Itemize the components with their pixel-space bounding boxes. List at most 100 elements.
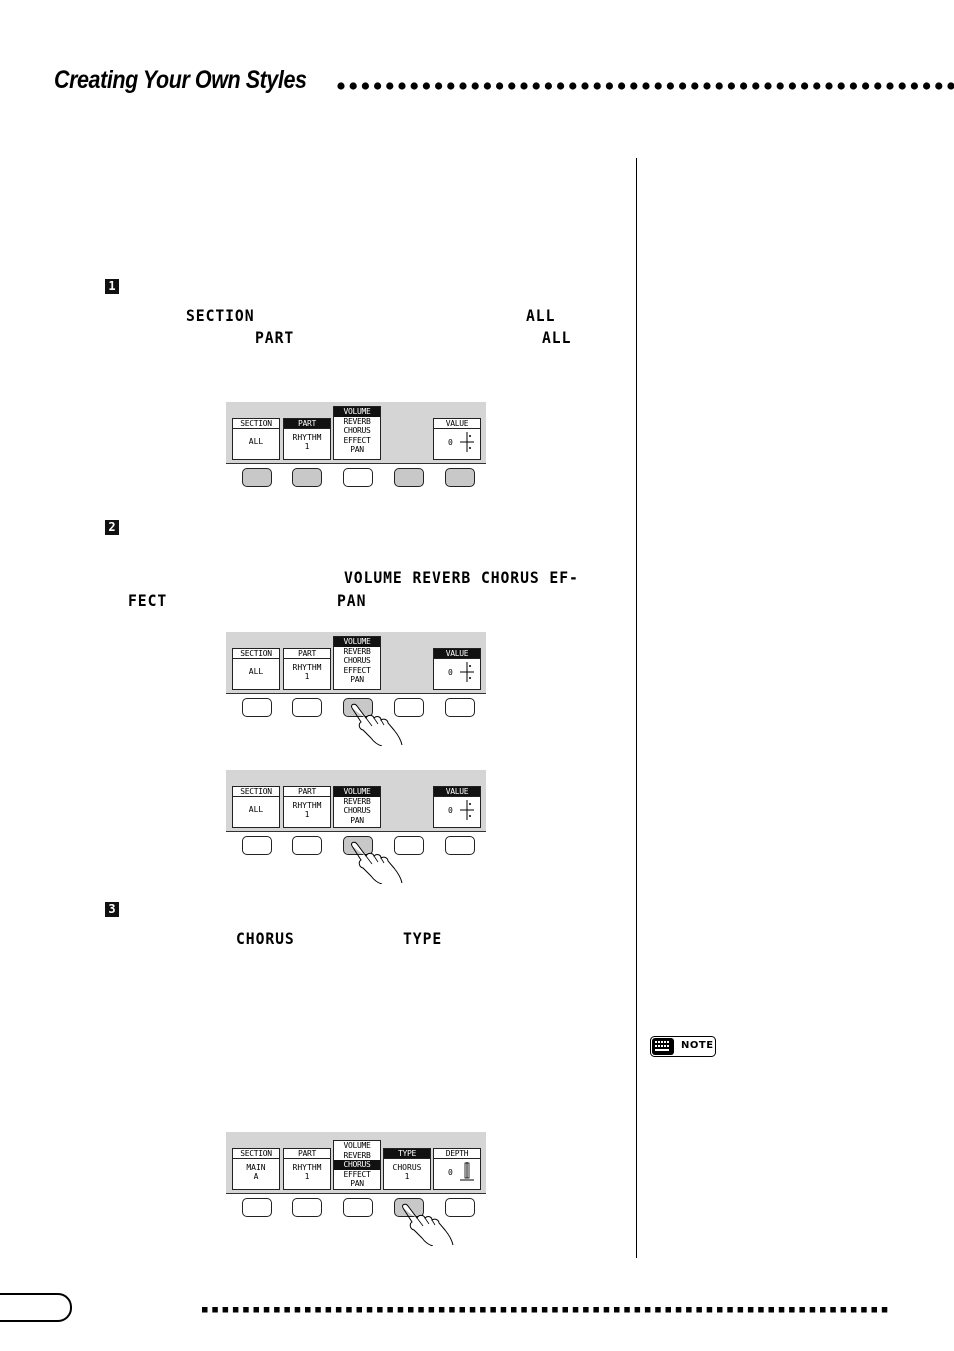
lcd-button-2[interactable] xyxy=(292,836,322,855)
lcd-button-3[interactable] xyxy=(343,468,373,487)
part-value: RHYTHM 1 xyxy=(292,801,322,819)
part-label: PART xyxy=(284,419,330,429)
value-label: VALUE xyxy=(434,649,480,659)
lcd-screen: SECTION MAIN A PART RHYTHM 1 VOLUME REVE… xyxy=(226,1132,486,1194)
value-cell: VALUE 0 xyxy=(433,648,481,690)
menu-item-chorus: CHORUS xyxy=(343,806,371,815)
step1-section-word: SECTION xyxy=(186,306,255,325)
page-number-tab xyxy=(0,1293,72,1322)
menu-item-volume: VOLUME xyxy=(334,787,380,797)
value-number: 0 xyxy=(448,806,453,815)
lcd-screen: SECTION ALL PART RHYTHM 1 VOLUME REVERB … xyxy=(226,632,486,694)
lcd-button-2[interactable] xyxy=(292,698,322,717)
lcd-button-5[interactable] xyxy=(445,468,475,487)
pressing-hand-icon xyxy=(402,1203,454,1246)
lcd-button-5[interactable] xyxy=(445,698,475,717)
part-label: PART xyxy=(284,787,330,797)
depth-label: DEPTH xyxy=(434,1149,480,1159)
section-value: ALL xyxy=(248,805,264,814)
header-dot-leader xyxy=(337,82,954,90)
step1-part-word: PART xyxy=(255,328,295,347)
lcd-button-3[interactable] xyxy=(343,1198,373,1217)
section-cell: SECTION MAIN A xyxy=(232,1148,280,1190)
section-value: ALL xyxy=(248,667,264,676)
menu-item-chorus: CHORUS xyxy=(334,1160,380,1170)
menu-item-effect: EFFECT xyxy=(343,435,371,445)
part-cell: PART RHYTHM 1 xyxy=(283,648,331,690)
step-number-1: 1 xyxy=(105,279,119,294)
part-cell: PART RHYTHM 1 xyxy=(283,418,331,460)
part-label: PART xyxy=(284,649,330,659)
column-divider xyxy=(636,158,637,1258)
section-label: SECTION xyxy=(233,419,279,429)
lcd-button-1[interactable] xyxy=(242,468,272,487)
lcd-button-4[interactable] xyxy=(394,698,424,717)
depth-number: 0 xyxy=(448,1168,453,1177)
menu-item-pan: PAN xyxy=(350,1179,364,1188)
step-number-2: 2 xyxy=(105,520,119,535)
page-header-title: Creating Your Own Styles xyxy=(54,66,307,94)
section-cell: SECTION ALL xyxy=(232,648,280,690)
pressing-hand-icon xyxy=(351,703,403,746)
menu-item-effect: EFFECT xyxy=(343,665,371,675)
type-label: TYPE xyxy=(384,1149,430,1159)
part-cell: PART RHYTHM 1 xyxy=(283,1148,331,1190)
section-label: SECTION xyxy=(233,787,279,797)
value-number: 0 xyxy=(448,438,453,447)
section-label: SECTION xyxy=(233,1149,279,1159)
value-number: 0 xyxy=(448,668,453,677)
note-label: NOTE xyxy=(681,1040,714,1051)
pressing-hand-icon xyxy=(351,841,403,884)
lcd-screen: SECTION ALL PART RHYTHM 1 VOLUME REVERB … xyxy=(226,770,486,832)
part-cell: PART RHYTHM 1 xyxy=(283,786,331,828)
section-value: ALL xyxy=(248,437,264,446)
menu-item-pan: PAN xyxy=(350,445,364,454)
depth-slider-icon xyxy=(460,1162,474,1181)
menu-item-pan: PAN xyxy=(350,675,364,684)
note-icon: NOTE xyxy=(650,1036,716,1057)
menu-item-effect: EFFECT xyxy=(343,1169,371,1179)
lcd-button-2[interactable] xyxy=(292,1198,322,1217)
menu-item-reverb: REVERB xyxy=(343,1150,371,1160)
type-value: CHORUS 1 xyxy=(392,1163,422,1181)
section-cell: SECTION ALL xyxy=(232,418,280,460)
step3-chorus-word: CHORUS xyxy=(236,929,295,948)
parameter-menu: VOLUME REVERB CHORUS EFFECT PAN xyxy=(333,406,381,460)
step1-all-word-1: ALL xyxy=(526,306,556,325)
section-label: SECTION xyxy=(233,649,279,659)
menu-item-reverb: REVERB xyxy=(343,416,371,426)
parameter-menu: VOLUME REVERB CHORUS PAN xyxy=(333,786,381,828)
menu-item-chorus: CHORUS xyxy=(343,656,371,665)
footer-dot-rule xyxy=(202,1307,888,1313)
lcd-screen: SECTION ALL PART RHYTHM 1 VOLUME REVERB … xyxy=(226,402,486,464)
step2-param-list: VOLUME REVERB CHORUS EF- xyxy=(344,568,579,587)
lcd-button-1[interactable] xyxy=(242,1198,272,1217)
menu-item-pan: PAN xyxy=(350,815,364,825)
step1-all-word-2: ALL xyxy=(542,328,572,347)
value-label: VALUE xyxy=(434,787,480,797)
menu-item-volume: VOLUME xyxy=(343,1141,371,1150)
parameter-menu: VOLUME REVERB CHORUS EFFECT PAN xyxy=(333,1140,381,1190)
value-slider-icon xyxy=(460,662,474,682)
value-slider-icon xyxy=(460,800,474,820)
part-value: RHYTHM 1 xyxy=(292,1163,322,1181)
part-value: RHYTHM 1 xyxy=(292,663,322,681)
menu-item-volume: VOLUME xyxy=(334,637,380,647)
menu-item-volume: VOLUME xyxy=(334,407,380,417)
step2-pan-word: PAN xyxy=(337,591,367,610)
step-number-3: 3 xyxy=(105,902,119,917)
lcd-button-1[interactable] xyxy=(242,836,272,855)
value-cell: VALUE 0 xyxy=(433,786,481,828)
parameter-menu: VOLUME REVERB CHORUS EFFECT PAN xyxy=(333,636,381,690)
lcd-button-5[interactable] xyxy=(445,1198,475,1217)
lcd-button-5[interactable] xyxy=(445,836,475,855)
step2-fect-word: FECT xyxy=(128,591,168,610)
lcd-button-2[interactable] xyxy=(292,468,322,487)
depth-cell: DEPTH 0 xyxy=(433,1148,481,1190)
section-cell: SECTION ALL xyxy=(232,786,280,828)
lcd-button-4[interactable] xyxy=(394,468,424,487)
menu-item-reverb: REVERB xyxy=(343,796,371,806)
lcd-button-1[interactable] xyxy=(242,698,272,717)
lcd-button-4[interactable] xyxy=(394,836,424,855)
value-label: VALUE xyxy=(434,419,480,429)
